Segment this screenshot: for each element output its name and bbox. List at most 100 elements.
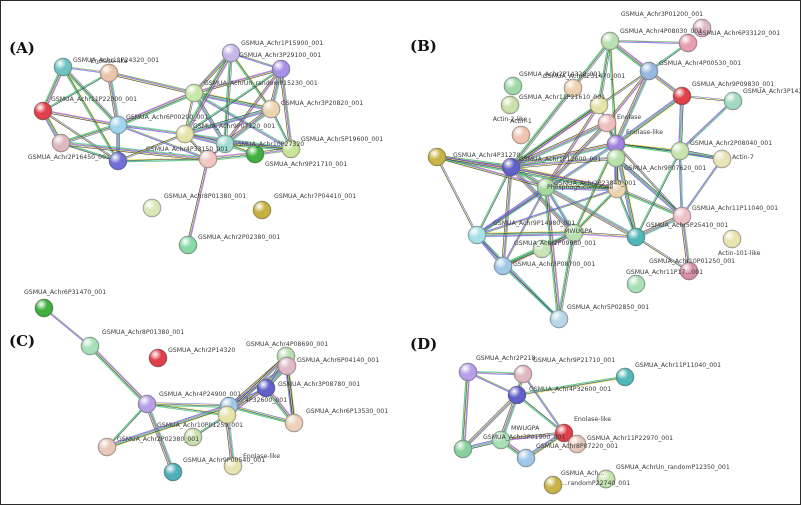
- node-b28[interactable]: [679, 261, 699, 281]
- node-a1[interactable]: [53, 57, 73, 77]
- node-b2[interactable]: [600, 31, 620, 51]
- node-d12[interactable]: [596, 469, 616, 489]
- node-c14[interactable]: [223, 456, 243, 476]
- node-b17[interactable]: [427, 147, 447, 167]
- node-a8[interactable]: [175, 124, 195, 144]
- node-b10[interactable]: [589, 95, 609, 115]
- node-label-a8: GSMUA_Achr9P07120_001: [193, 123, 275, 130]
- node-a2[interactable]: [99, 63, 119, 83]
- node-d2[interactable]: [513, 364, 533, 384]
- node-c2[interactable]: [80, 336, 100, 356]
- node-b14[interactable]: [670, 141, 690, 161]
- node-d8[interactable]: [567, 434, 587, 454]
- node-label-b10: GSMUA_Achr11P21610_001: [519, 94, 605, 101]
- node-b22[interactable]: [626, 227, 646, 247]
- node-a14[interactable]: [245, 144, 265, 164]
- node-a3[interactable]: [221, 43, 241, 63]
- node-b24[interactable]: [564, 223, 584, 243]
- node-d3[interactable]: [615, 367, 635, 387]
- node-b4[interactable]: [503, 76, 523, 96]
- node-a18[interactable]: [178, 235, 198, 255]
- node-a6[interactable]: [33, 101, 53, 121]
- node-shade-d8: [567, 435, 586, 454]
- node-d5[interactable]: [554, 423, 574, 443]
- node-label-b27: GSMUA_Achr3P08700_001: [513, 261, 595, 268]
- node-c6[interactable]: [256, 378, 276, 398]
- node-label-b4: GSMUA_Achr2P14320_001: [519, 71, 601, 78]
- node-shade-c12: [184, 428, 203, 447]
- node-c9[interactable]: [284, 413, 304, 433]
- node-d7[interactable]: [453, 439, 473, 459]
- node-a5[interactable]: [184, 83, 204, 103]
- node-b9[interactable]: [500, 95, 520, 115]
- node-c13[interactable]: [163, 462, 183, 482]
- node-d10[interactable]: [543, 475, 563, 495]
- node-b6[interactable]: [639, 61, 659, 81]
- node-c1[interactable]: [34, 298, 54, 318]
- node-c10[interactable]: [217, 405, 237, 425]
- node-b3[interactable]: [678, 33, 698, 53]
- node-b20[interactable]: [607, 179, 627, 199]
- node-shade-b26: [722, 230, 741, 249]
- node-d4[interactable]: [507, 385, 527, 405]
- node-b30[interactable]: [549, 309, 569, 329]
- node-d6[interactable]: [491, 430, 511, 450]
- edge-a-a2-a5: [108, 71, 195, 95]
- node-shade-b13: [512, 125, 531, 144]
- node-label-c8: ...4P32600_001: [239, 397, 287, 404]
- edge-b-b17-b23: [436, 156, 478, 236]
- node-b8[interactable]: [723, 91, 743, 111]
- node-shade-d9: [516, 449, 535, 468]
- edge-a-a3-a12: [223, 52, 233, 145]
- edge-c-c5-c9: [285, 365, 296, 424]
- edge-b-b6-b11: [605, 70, 651, 124]
- edge-a-a7-a5: [117, 90, 195, 128]
- node-d1[interactable]: [458, 362, 478, 382]
- node-b5[interactable]: [563, 78, 583, 98]
- node-shade-b30: [549, 310, 568, 329]
- node-b25[interactable]: [532, 239, 552, 259]
- node-b11[interactable]: [597, 113, 617, 133]
- node-a15[interactable]: [51, 133, 71, 153]
- node-label-a5: GSMUA_AchrUn_randomP15230_001: [204, 80, 318, 87]
- node-c12[interactable]: [183, 427, 203, 447]
- node-label-d7: GSMUA_Achr3P01900_001: [483, 434, 565, 441]
- node-c7[interactable]: [137, 394, 157, 414]
- node-b27[interactable]: [493, 256, 513, 276]
- node-b29[interactable]: [626, 274, 646, 294]
- node-label-d3: GSMUA_Achr11P11040_001: [635, 362, 721, 369]
- node-b7[interactable]: [672, 86, 692, 106]
- node-a10[interactable]: [198, 149, 218, 169]
- node-b18[interactable]: [606, 148, 626, 168]
- node-a13[interactable]: [281, 139, 301, 159]
- edge-d-d4-d5: [516, 394, 565, 434]
- node-label-a12: GSMUA_Achr10P27320: [233, 141, 304, 148]
- node-shade-d7: [454, 440, 473, 459]
- node-b1[interactable]: [692, 18, 712, 38]
- node-a16[interactable]: [142, 198, 162, 218]
- node-label-b28: GSMUA_Achr10P01250_001: [649, 258, 735, 265]
- node-a9[interactable]: [261, 99, 281, 119]
- node-c4[interactable]: [148, 348, 168, 368]
- node-shade-b8: [723, 91, 742, 110]
- node-b19[interactable]: [536, 177, 556, 197]
- node-a11[interactable]: [108, 151, 128, 171]
- node-b16[interactable]: [501, 157, 521, 177]
- node-a4[interactable]: [271, 59, 291, 79]
- edge-a-a3-a8: [183, 51, 233, 136]
- node-a7[interactable]: [108, 115, 128, 135]
- node-b23[interactable]: [467, 225, 487, 245]
- node-shade-b21: [672, 207, 691, 226]
- node-b15[interactable]: [712, 149, 732, 169]
- node-label-a3: GSMUA_Achr1P15900_001: [241, 40, 323, 47]
- node-b21[interactable]: [672, 206, 692, 226]
- node-shade-c11: [97, 438, 116, 457]
- node-c5[interactable]: [277, 356, 297, 376]
- node-a12[interactable]: [215, 134, 235, 154]
- node-a17[interactable]: [252, 200, 272, 220]
- node-b26[interactable]: [722, 229, 742, 249]
- node-c11[interactable]: [97, 437, 117, 457]
- node-d9[interactable]: [516, 448, 536, 468]
- node-b13[interactable]: [511, 125, 531, 145]
